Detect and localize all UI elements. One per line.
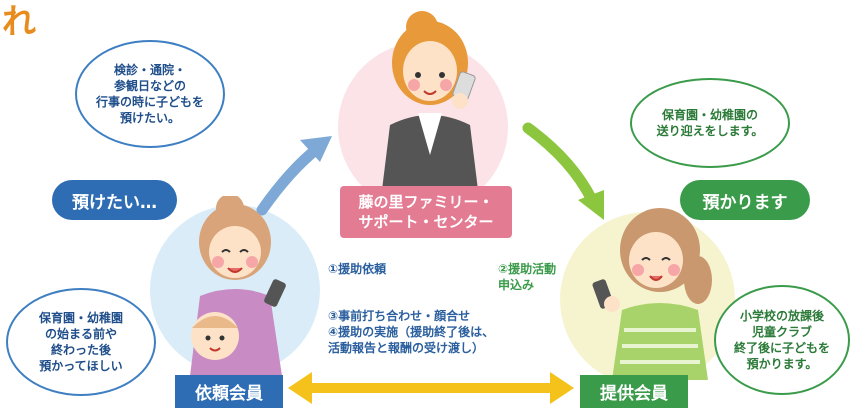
coordinator-illustration: [382, 11, 478, 190]
provider-speech-bubble-bottom: 小学校の放課後 児童クラブ 終了後に子どもを 預かります。: [714, 285, 850, 395]
request-arrowhead: [300, 136, 332, 162]
link-arrowhead-right: [550, 372, 574, 404]
requester-illustration: [190, 196, 286, 376]
link-arrowhead-left: [288, 372, 312, 404]
step-1-label: ①援助依頼: [328, 262, 387, 276]
provider-offer-pill: 預かります: [680, 180, 810, 220]
provider-member-label: 提供会員: [580, 375, 688, 408]
requester-speech-bubble-top: 検診・通院・ 参観日などの 行事の時に子どもを 預けたい。: [75, 40, 225, 148]
step-3-4-label: ③事前打ち合わせ・顔合せ ④援助の実施（援助終了後は、 活動報告と報酬の受け渡し…: [328, 309, 495, 356]
dispatch-arrowhead: [578, 190, 604, 220]
requester-speech-bubble-bottom: 保育園・幼稚園 の始まる前や 終わった後 預かってほしい: [6, 288, 156, 396]
title-fragment: れ: [2, 2, 36, 42]
center-label: 藤の里ファミリー・ サポート・センター: [340, 186, 512, 238]
provider-illustration: [592, 208, 712, 380]
dispatch-arrow: [522, 122, 598, 206]
requester-wish-pill: 預けたい…: [52, 180, 177, 220]
requester-member-label: 依頼会員: [175, 375, 283, 408]
link-arrow-bar: [306, 383, 556, 393]
step-2-label: ②援助活動 申込み: [498, 262, 557, 293]
provider-speech-bubble-top: 保育園・幼稚園の 送り迎えをします。: [630, 78, 790, 168]
